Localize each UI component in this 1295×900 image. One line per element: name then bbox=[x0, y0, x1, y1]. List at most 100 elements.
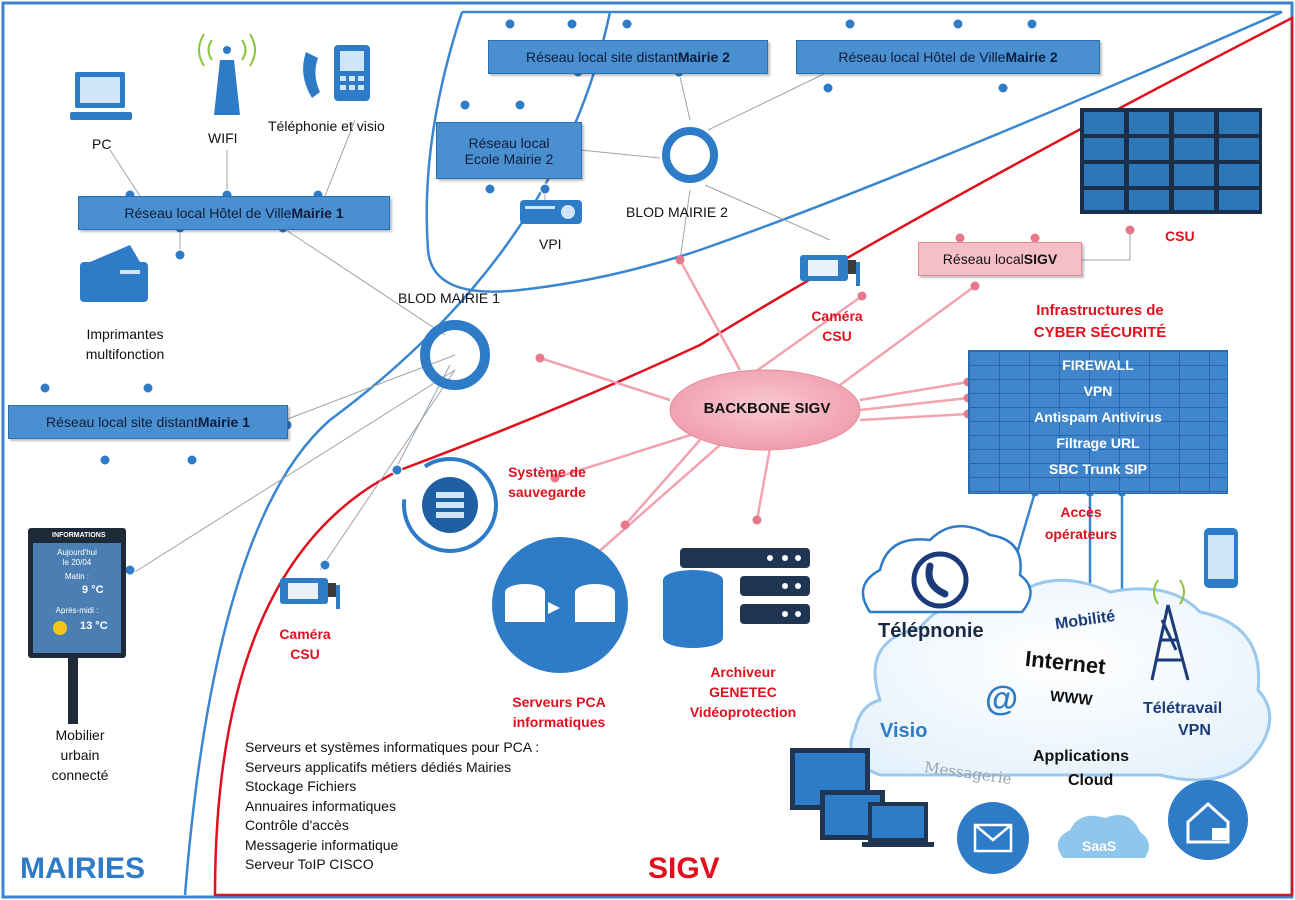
lan-label-bold: Mairie 1 bbox=[197, 414, 250, 430]
mairie2-boundary bbox=[425, 10, 1283, 293]
camera-csu-bottom-icon bbox=[280, 578, 340, 609]
kiosk-today: Aujourd'hui bbox=[57, 548, 97, 557]
lan-label: Réseau local Hôtel de Ville bbox=[124, 205, 292, 221]
cloud-applications-label: Applications bbox=[1033, 748, 1130, 765]
camera-csu-top-icon bbox=[800, 255, 860, 286]
mobilier-label-1: Mobilier bbox=[55, 727, 105, 743]
grey-links bbox=[109, 71, 1131, 576]
pca-list-item: Stockage Fichiers bbox=[245, 778, 357, 794]
pc-label: PC bbox=[92, 136, 112, 152]
pink-links bbox=[539, 259, 976, 556]
lan-label: Réseau local site distant bbox=[526, 49, 678, 65]
mobilier-label-3: connecté bbox=[51, 767, 109, 783]
cloud-vpn-label: VPN bbox=[1178, 722, 1211, 739]
messagerie-envelope-icon bbox=[957, 802, 1029, 874]
lan-hotel-de-ville-mairie1[interactable]: Réseau local Hôtel de Ville Mairie 1 bbox=[78, 196, 390, 230]
fw-row-filtrage: Filtrage URL bbox=[1056, 435, 1140, 451]
pca-list-item: Serveurs et systèmes informatiques pour … bbox=[245, 739, 540, 755]
lan-label-line1: Réseau local bbox=[468, 134, 550, 151]
backbone-label: BACKBONE SIGV bbox=[703, 400, 831, 417]
printer-icon bbox=[80, 245, 148, 302]
telephony-cloud bbox=[861, 524, 1032, 614]
imprimantes-label-2: multifonction bbox=[85, 346, 165, 362]
visio-devices-icon bbox=[790, 748, 934, 847]
lan-label: Réseau local bbox=[942, 251, 1024, 267]
blod-mairie2-label: BLOD MAIRIE 2 bbox=[626, 204, 728, 220]
backup-system-icon bbox=[402, 457, 498, 553]
pink-dots bbox=[535, 225, 1135, 560]
teletravail-house-icon bbox=[1168, 780, 1248, 860]
lan-site-distant-mairie1[interactable]: Réseau local site distant Mairie 1 bbox=[8, 405, 288, 439]
fw-row-antispam: Antispam Antivirus bbox=[1034, 409, 1162, 425]
archiveur-server-icon bbox=[663, 548, 810, 648]
camera-csu-top-label-1: Caméra bbox=[811, 308, 863, 324]
lan-label-bold: Mairie 2 bbox=[677, 49, 730, 65]
pc-icon bbox=[70, 72, 132, 120]
infra-label-2: CYBER SÉCURITÉ bbox=[1033, 324, 1167, 341]
lan-label: Réseau local site distant bbox=[46, 414, 198, 430]
pca-list-item: Messagerie informatique bbox=[245, 836, 399, 853]
projector-icon bbox=[520, 200, 582, 224]
cloud-cloud-label: Cloud bbox=[1068, 772, 1114, 789]
saas-cloud-icon bbox=[1057, 815, 1149, 858]
telephonie-label: Téléphonie et visio bbox=[268, 118, 385, 134]
lan-label: Réseau local Hôtel de Ville bbox=[838, 49, 1006, 65]
blod-mairie2-ring-icon bbox=[662, 127, 718, 183]
wifi-antenna-icon bbox=[198, 33, 256, 115]
region-title-sigv: SIGV bbox=[648, 852, 720, 885]
imprimantes-label-1: Imprimantes bbox=[86, 326, 164, 342]
pca-servers-icon bbox=[492, 537, 628, 673]
mobilier-urbain-kiosk-icon bbox=[28, 528, 126, 724]
lan-label-bold: Mairie 1 bbox=[291, 205, 344, 221]
lan-site-distant-mairie2[interactable]: Réseau local site distant Mairie 2 bbox=[488, 40, 768, 74]
pca-label-1: Serveurs PCA bbox=[512, 694, 606, 710]
csu-label: CSU bbox=[1165, 228, 1195, 244]
infra-label-1: Infrastructures de bbox=[1036, 302, 1164, 319]
kiosk-date: le 20/04 bbox=[62, 558, 92, 567]
fw-row-firewall: FIREWALL bbox=[1062, 357, 1134, 373]
sauvegarde-label-1: Système de bbox=[508, 464, 586, 480]
acces-label-2: opérateurs bbox=[1044, 526, 1118, 542]
cyber-security-firewall-block[interactable]: FIREWALL VPN Antispam Antivirus Filtrage… bbox=[968, 350, 1228, 494]
acces-label-1: Accès bbox=[1060, 504, 1102, 520]
fw-row-vpn: VPN bbox=[1083, 383, 1113, 399]
archiveur-label-2: GENETEC bbox=[709, 684, 777, 700]
cloud-telephonie-label: Télépnonie bbox=[878, 620, 984, 642]
wifi-label: WIFI bbox=[208, 130, 238, 146]
lan-label-bold: SIGV bbox=[1023, 251, 1058, 267]
kiosk-morning: Matin : bbox=[64, 572, 89, 581]
smartphone-icon bbox=[1204, 528, 1238, 588]
antenna-tower-icon bbox=[1150, 579, 1190, 681]
backbone-ellipse bbox=[669, 369, 861, 451]
lan-ecole-mairie2[interactable]: Réseau local Ecole Mairie 2 bbox=[436, 122, 582, 179]
operator-links bbox=[1013, 491, 1124, 590]
telephone-visio-icon bbox=[303, 45, 370, 101]
vpi-label: VPI bbox=[539, 236, 562, 252]
pca-services-list: Serveurs et systèmes informatiques pour … bbox=[245, 738, 539, 875]
camera-csu-top-label-2: CSU bbox=[822, 328, 852, 344]
blod-mairie1-ring-icon bbox=[420, 320, 490, 390]
blod-mairie1-label: BLOD MAIRIE 1 bbox=[398, 290, 500, 306]
sigv-boundary bbox=[213, 15, 1294, 897]
camera-csu-bottom-label-2: CSU bbox=[290, 646, 320, 662]
kiosk-morning-temp: 9 °C bbox=[82, 584, 104, 596]
pca-list-item: Contrôle d'accès bbox=[245, 817, 349, 833]
lan-hotel-de-ville-mairie2[interactable]: Réseau local Hôtel de Ville Mairie 2 bbox=[796, 40, 1100, 74]
fw-row-sbc: SBC Trunk SIP bbox=[1048, 461, 1148, 477]
cloud-saas-label: SaaS bbox=[1082, 838, 1117, 854]
pca-label-2: informatiques bbox=[512, 714, 606, 730]
pca-list-item: Serveur ToIP CISCO bbox=[245, 856, 374, 872]
kiosk-header: INFORMATIONS bbox=[52, 532, 106, 539]
lan-sigv[interactable]: Réseau local SIGV bbox=[918, 242, 1082, 276]
cloud-teletravail-label: Télétravail bbox=[1143, 700, 1223, 717]
video-wall-icon bbox=[1080, 108, 1262, 214]
archiveur-label-1: Archiveur bbox=[710, 664, 776, 680]
cloud-visio-label: Visio bbox=[880, 720, 928, 742]
archiveur-label-3: Vidéoprotection bbox=[689, 704, 797, 720]
pca-list-item: Annuaires informatiques bbox=[245, 797, 396, 814]
camera-csu-bottom-label-1: Caméra bbox=[279, 626, 331, 642]
region-title-mairies: MAIRIES bbox=[20, 852, 146, 885]
lan-label-bold: Mairie 2 bbox=[1005, 49, 1058, 65]
